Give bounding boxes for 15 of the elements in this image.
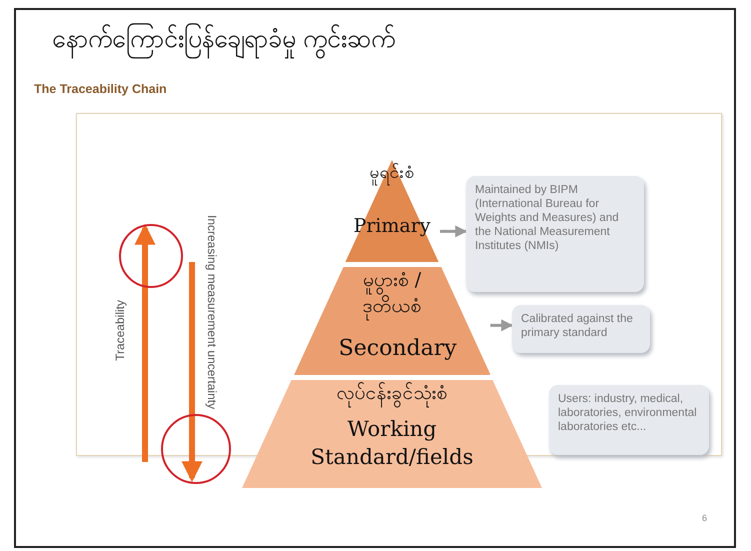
page-number: 6 bbox=[702, 513, 708, 523]
note-box: Users: industry, medical, laboratories, environmental laboratories etc... bbox=[549, 385, 709, 455]
pyramid-tier bbox=[294, 267, 490, 375]
note-box: Maintained by BIPM (International Bureau for Weights and Measures) and the National Measurement Institutes (NMIs) bbox=[466, 176, 644, 292]
axis-label: Traceability bbox=[113, 300, 127, 361]
tier-label-myanmar: လုပ်ငန်းခွင်သုံးစံ bbox=[242, 380, 542, 406]
axis-label: Increasing measurement uncertainty bbox=[205, 214, 219, 412]
tier-label: Working Standard/fields bbox=[310, 416, 474, 471]
arrow bbox=[490, 319, 514, 332]
arrow bbox=[440, 225, 468, 238]
note-box: Calibrated against the primary standard bbox=[512, 305, 650, 353]
slide-title: နောက်ကြောင်းပြန်ချေရာခံမှု ကွင်းဆက် bbox=[52, 22, 395, 59]
tier-label: Secondary bbox=[338, 335, 458, 363]
pyramid-tier bbox=[242, 380, 542, 488]
subtitle: The Traceability Chain bbox=[34, 82, 167, 96]
